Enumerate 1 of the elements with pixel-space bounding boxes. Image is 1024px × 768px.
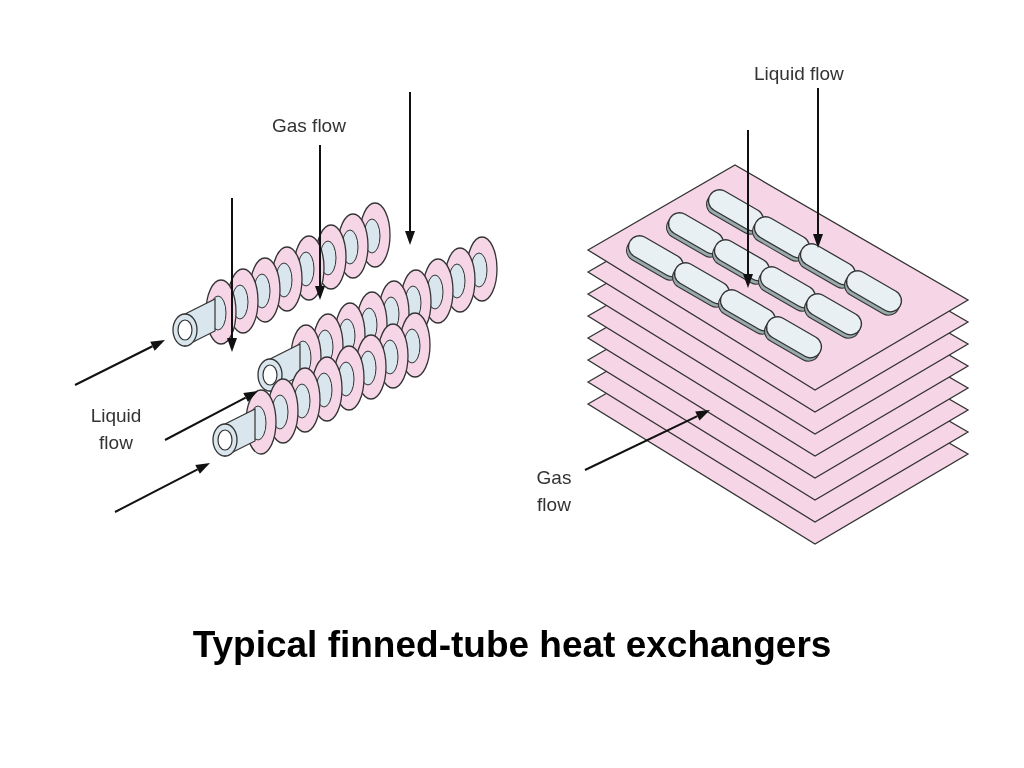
- caption: Typical finned-tube heat exchangers: [191, 624, 833, 666]
